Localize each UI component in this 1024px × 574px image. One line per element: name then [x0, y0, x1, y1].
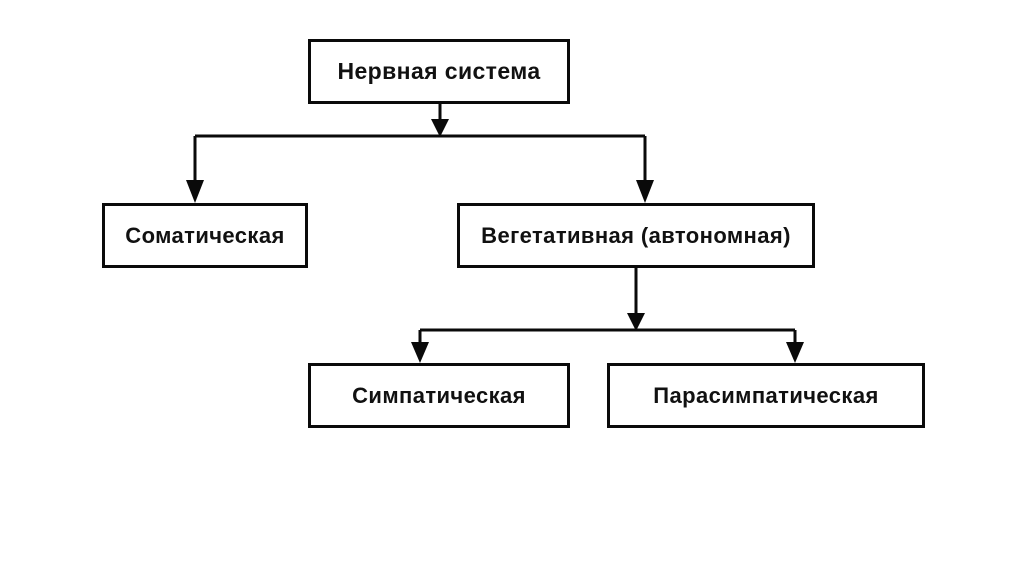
arrowhead-vegetative-stem — [627, 313, 645, 331]
node-label-vegetative: Вегетативная (автономная) — [481, 222, 791, 248]
node-sympathetic[interactable]: Симпатическая — [308, 363, 570, 428]
node-parasympathetic[interactable]: Парасимпатическая — [607, 363, 925, 428]
node-vegetative[interactable]: Вегетативная (автономная) — [457, 203, 815, 268]
node-label-parasympathetic: Парасимпатическая — [653, 382, 879, 408]
node-label-nervous-system: Нервная система — [337, 58, 541, 84]
node-nervous-system[interactable]: Нервная система — [308, 39, 570, 104]
arrowhead-root-stem — [431, 119, 449, 137]
edge-vegetative-to-level3 — [411, 268, 804, 363]
arrowhead-vegetative — [636, 180, 654, 203]
node-label-somatic: Соматическая — [125, 222, 285, 248]
arrowhead-parasympathetic — [786, 342, 804, 363]
arrowhead-somatic — [186, 180, 204, 203]
node-somatic[interactable]: Соматическая — [102, 203, 308, 268]
arrowhead-sympathetic — [411, 342, 429, 363]
node-label-sympathetic: Симпатическая — [352, 382, 526, 408]
edge-root-to-level2 — [186, 104, 654, 203]
